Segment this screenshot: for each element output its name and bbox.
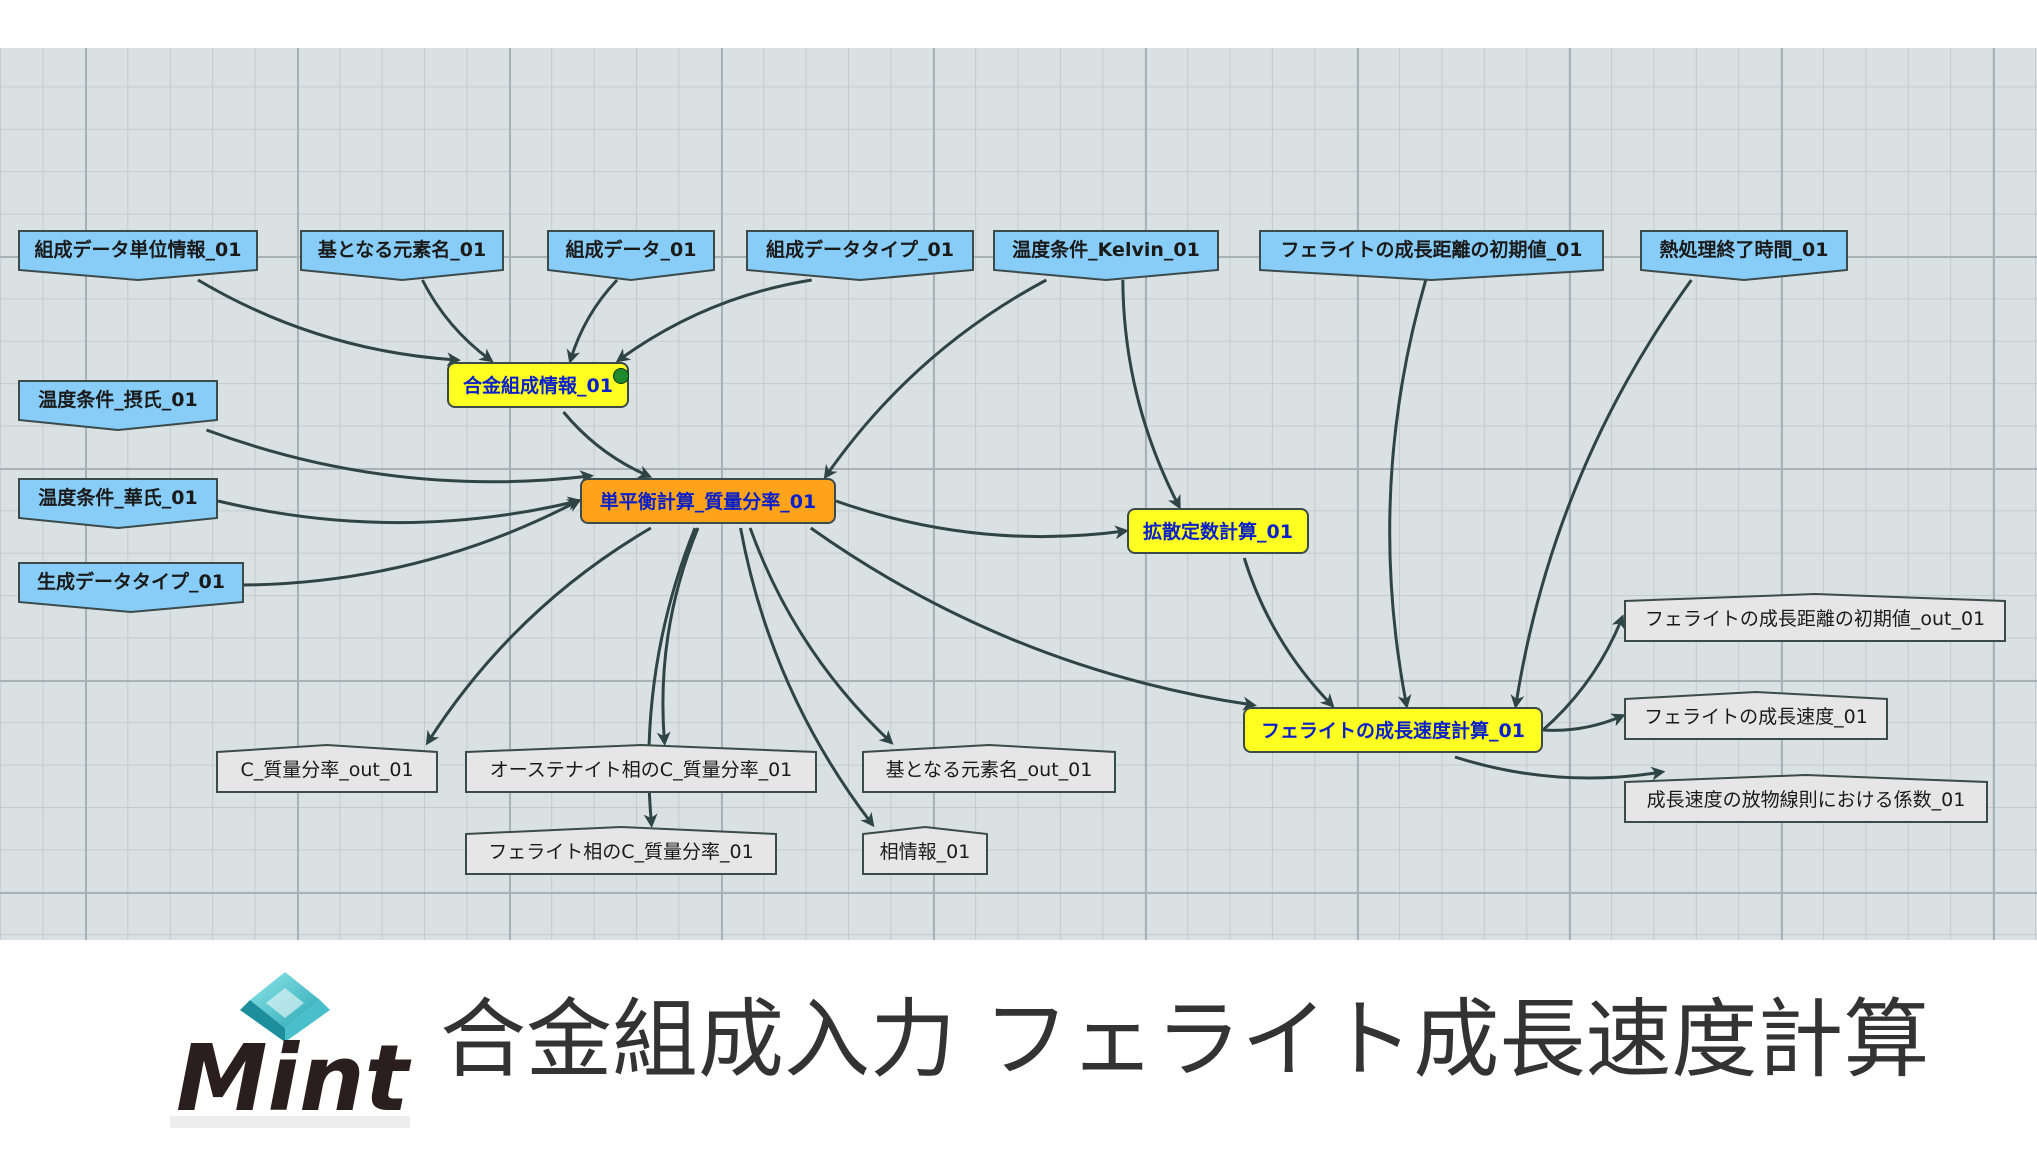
edge-arrow-n5-m2 <box>823 278 1048 480</box>
edge-arrow-n9-m2 <box>217 496 582 525</box>
edge-arrow-m2-o2 <box>656 527 700 746</box>
node-shape <box>18 478 218 530</box>
node-label: オーステナイト相のC_質量分率_01 <box>489 759 793 781</box>
edge-arrow-n8-m2 <box>205 428 594 485</box>
edge-arrow-m4-o8 <box>1454 755 1666 781</box>
node-shape <box>465 825 777 875</box>
module-alloy-composition-info[interactable]: 合金組成情報_01 <box>447 362 629 408</box>
page-title: 合金組成入力 フェライト成長速度計算 <box>440 990 1930 1090</box>
edge-arrow-n10-m2 <box>243 499 582 587</box>
node-label: 合金組成情報_01 <box>463 375 613 397</box>
node-shape <box>862 825 988 875</box>
node-label: 基となる元素名_out_01 <box>885 759 1093 781</box>
output-port-base-element-name-out[interactable]: 基となる元素名_out_01 <box>862 743 1116 794</box>
footer-banner: Mint 合金組成入力 フェライト成長速度計算 <box>0 940 2037 1150</box>
input-port-composition-unit-info[interactable]: 組成データ単位情報_01 <box>18 230 258 282</box>
output-port-ferrite-initial-distance-out[interactable]: フェライトの成長距離の初期値_out_01 <box>1624 592 2006 643</box>
node-shape <box>300 230 504 282</box>
node-label: 組成データ単位情報_01 <box>34 239 242 261</box>
edge-arrow-m3-m4 <box>1242 557 1335 708</box>
output-port-ferrite-c-mass-fraction[interactable]: フェライト相のC_質量分率_01 <box>465 825 777 876</box>
edge-arrow-m2-m4 <box>809 526 1257 711</box>
input-port-ferrite-initial-distance[interactable]: フェライトの成長距離の初期値_01 <box>1259 230 1604 282</box>
node-label: 成長速度の放物線則における係数_01 <box>1646 789 1966 811</box>
edge-arrow-n2-m1 <box>421 279 494 363</box>
workflow-canvas[interactable]: 組成データ単位情報_01 基となる元素名_01 組成データ_01 組成データタイ… <box>0 48 2037 940</box>
input-port-composition-data-type[interactable]: 組成データタイプ_01 <box>746 230 974 282</box>
node-label: 拡散定数計算_01 <box>1143 521 1293 543</box>
edge-arrow-m2-o1 <box>425 526 652 746</box>
node-label: 温度条件_Kelvin_01 <box>1012 239 1200 261</box>
node-shape <box>746 230 974 282</box>
node-label: フェライトの成長速度計算_01 <box>1261 720 1525 742</box>
edge-arrow-m2-m3 <box>835 499 1129 540</box>
edge-arrow-m2-o3 <box>748 527 894 745</box>
edge-arrow-n6-m4 <box>1388 279 1428 709</box>
status-indicator-dot <box>613 368 629 384</box>
module-ferrite-growth-rate-calculation[interactable]: フェライトの成長速度計算_01 <box>1243 707 1543 753</box>
node-label: 温度条件_華氏_01 <box>38 487 198 509</box>
node-label: 単平衡計算_質量分率_01 <box>599 491 817 513</box>
edge-arrow-m2-o5 <box>739 527 875 828</box>
edge-arrow-m4-o6 <box>1542 614 1625 732</box>
node-label: 基となる元素名_01 <box>317 239 487 261</box>
node-label: 組成データタイプ_01 <box>766 239 954 261</box>
node-shape <box>1624 773 1988 823</box>
input-port-generated-data-type[interactable]: 生成データタイプ_01 <box>18 562 244 614</box>
input-port-composition-data[interactable]: 組成データ_01 <box>547 230 715 282</box>
node-label: フェライトの成長速度_01 <box>1644 706 1868 728</box>
node-label: 熱処理終了時間_01 <box>1659 239 1829 261</box>
input-port-base-element-name[interactable]: 基となる元素名_01 <box>300 230 504 282</box>
node-shape <box>862 743 1116 793</box>
node-shape <box>18 380 218 432</box>
node-shape <box>1624 690 1888 740</box>
node-label: C_質量分率_out_01 <box>240 759 414 781</box>
node-label: フェライトの成長距離の初期値_out_01 <box>1644 608 1986 630</box>
edge-arrow-n3-m1 <box>566 278 619 364</box>
input-port-temperature-kelvin[interactable]: 温度条件_Kelvin_01 <box>993 230 1219 282</box>
node-shape <box>465 743 817 793</box>
edge-arrow-n5-m3 <box>1121 279 1181 510</box>
node-shape <box>993 230 1219 282</box>
node-shape <box>1259 230 1604 282</box>
logo-diamond-icon <box>240 972 330 1042</box>
node-label: フェライト相のC_質量分率_01 <box>488 841 754 863</box>
logo-text: Mint <box>176 1025 412 1130</box>
output-port-ferrite-growth-rate[interactable]: フェライトの成長速度_01 <box>1624 690 1888 741</box>
output-port-c-mass-fraction-out[interactable]: C_質量分率_out_01 <box>216 743 438 794</box>
input-port-temperature-fahrenheit[interactable]: 温度条件_華氏_01 <box>18 478 218 530</box>
input-port-temperature-celsius[interactable]: 温度条件_摂氏_01 <box>18 380 218 432</box>
input-port-heat-treatment-end-time[interactable]: 熱処理終了時間_01 <box>1640 230 1848 282</box>
node-shape <box>1624 592 2006 642</box>
node-shape <box>18 230 258 282</box>
edge-arrow-n4-m1 <box>615 278 812 363</box>
node-shape <box>18 562 244 614</box>
output-port-austenite-c-mass-fraction[interactable]: オーステナイト相のC_質量分率_01 <box>465 743 817 794</box>
edge-arrow-m1-m2 <box>562 411 653 479</box>
edge-arrow-n1-m1 <box>197 278 461 367</box>
node-label: 相情報_01 <box>879 841 971 863</box>
module-single-equilibrium-calculation[interactable]: 単平衡計算_質量分率_01 <box>580 478 836 524</box>
node-label: フェライトの成長距離の初期値_01 <box>1280 239 1583 261</box>
output-port-phase-info[interactable]: 相情報_01 <box>862 825 988 876</box>
node-shape <box>216 743 438 793</box>
module-diffusion-constant-calculation[interactable]: 拡散定数計算_01 <box>1127 508 1309 554</box>
node-shape <box>547 230 715 282</box>
edge-arrow-m4-o7 <box>1542 713 1626 732</box>
edge-arrow-n7-m4 <box>1510 279 1693 709</box>
mint-logo: Mint <box>170 972 412 1130</box>
node-label: 生成データタイプ_01 <box>37 571 225 593</box>
node-label: 温度条件_摂氏_01 <box>38 389 198 411</box>
node-label: 組成データ_01 <box>565 239 697 261</box>
output-port-parabolic-law-coefficient[interactable]: 成長速度の放物線則における係数_01 <box>1624 773 1988 824</box>
node-shape <box>1640 230 1848 282</box>
